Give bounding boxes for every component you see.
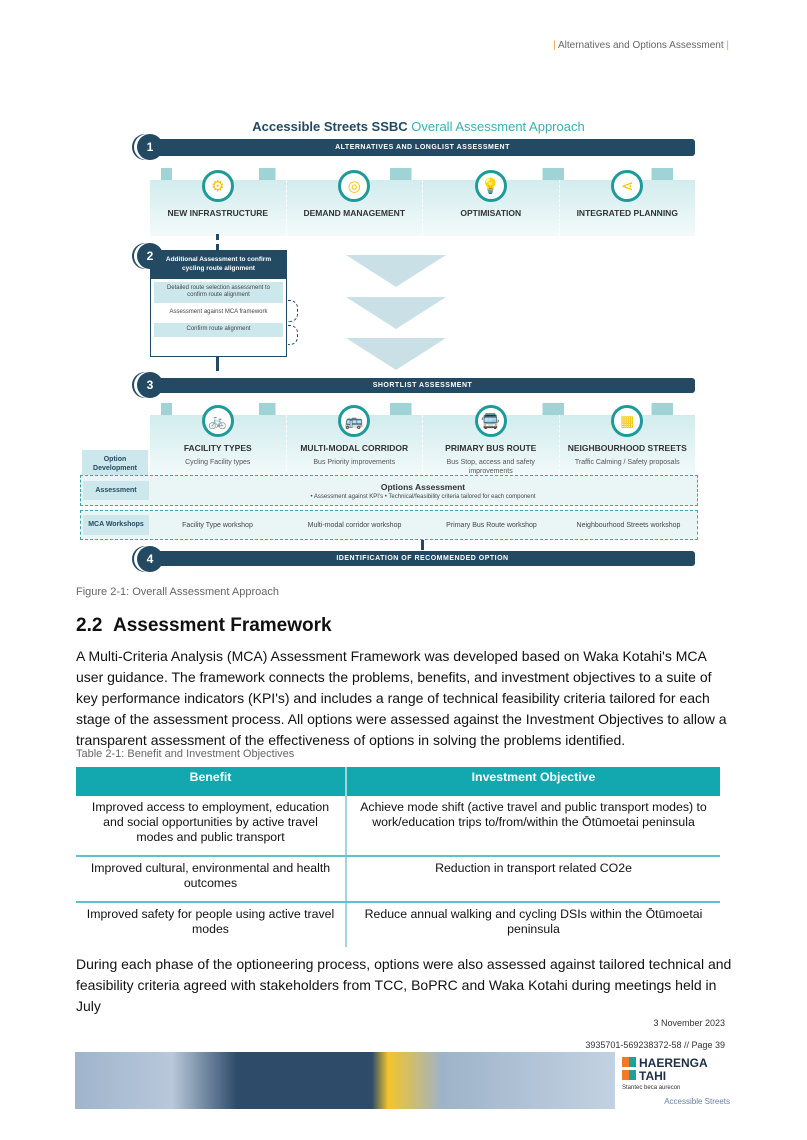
figure-caption: Figure 2-1: Overall Assessment Approach	[76, 586, 279, 598]
share-icon: ⋖	[611, 170, 644, 202]
loop-arrow	[288, 325, 298, 345]
bus-icon: 🚌	[338, 405, 371, 437]
column-optimisation: 💡OPTIMISATION	[423, 170, 560, 236]
street-icon: ▦	[611, 405, 644, 437]
chevron-down-shape	[346, 338, 446, 370]
target-icon: ◎	[338, 170, 371, 202]
chevron-down-shape	[346, 255, 446, 287]
running-header: | Alternatives and Options Assessment |	[553, 40, 729, 51]
skyline-decoration	[150, 403, 695, 415]
arrow-down-icon	[216, 357, 219, 371]
step1-columns: ⚙NEW INFRASTRUCTURE ◎DEMAND MANAGEMENT 💡…	[150, 168, 695, 236]
diagram-title: Accessible Streets SSBC Overall Assessme…	[252, 119, 585, 134]
bus-icon: 🚍	[474, 405, 507, 437]
skyline-decoration	[150, 168, 695, 180]
step3-bar: SHORTLIST ASSESSMENT	[150, 378, 695, 393]
row-label-option-development: Option Development	[82, 450, 148, 479]
step2-box: Additional Assessment to confirm cycling…	[150, 250, 287, 357]
cyclist-icon: 🚲	[201, 405, 234, 437]
step2-number: 2	[137, 243, 163, 269]
step4-number: 4	[137, 546, 163, 572]
body-paragraph: A Multi-Criteria Analysis (MCA) Assessme…	[76, 648, 727, 748]
assessment-row: Assessment Options Assessment • Assessme…	[80, 475, 698, 506]
footer-banner-image	[75, 1052, 615, 1109]
connector-line	[216, 234, 219, 250]
column-integrated-planning: ⋖INTEGRATED PLANNING	[560, 170, 696, 236]
gears-icon: ⚙	[201, 170, 234, 202]
footer-date: 3 November 2023	[653, 1018, 725, 1028]
chevron-down-shape	[346, 297, 446, 329]
table-row: Improved safety for people using active …	[76, 902, 720, 947]
loop-arrow	[288, 300, 298, 322]
step1-number: 1	[137, 134, 163, 160]
table-row: Improved cultural, environmental and hea…	[76, 856, 720, 903]
table-row: Improved access to employment, education…	[76, 796, 720, 857]
header-section: Alternatives and Options Assessment	[557, 40, 724, 51]
lightbulb-icon: 💡	[474, 170, 507, 202]
table-caption: Table 2-1: Benefit and Investment Object…	[76, 748, 295, 760]
section-heading: 2.2 Assessment Framework	[76, 615, 332, 636]
footer-page-number: 3935701-569238372-58 // Page 39	[585, 1040, 725, 1050]
arrow-down-icon	[421, 540, 424, 550]
column-new-infrastructure: ⚙NEW INFRASTRUCTURE	[150, 170, 287, 236]
step3-number: 3	[137, 372, 163, 398]
haerenga-tahi-logo: HAERENGA TAHI Stantec beca aurecon Acces…	[622, 1056, 730, 1106]
body-paragraph: During each phase of the optioneering pr…	[76, 956, 732, 1014]
step4-bar: IDENTIFICATION OF RECOMMENDED OPTION	[150, 551, 695, 566]
column-demand-management: ◎DEMAND MANAGEMENT	[287, 170, 423, 236]
step1-bar: ALTERNATIVES AND LONGLIST ASSESSMENT	[150, 139, 695, 156]
